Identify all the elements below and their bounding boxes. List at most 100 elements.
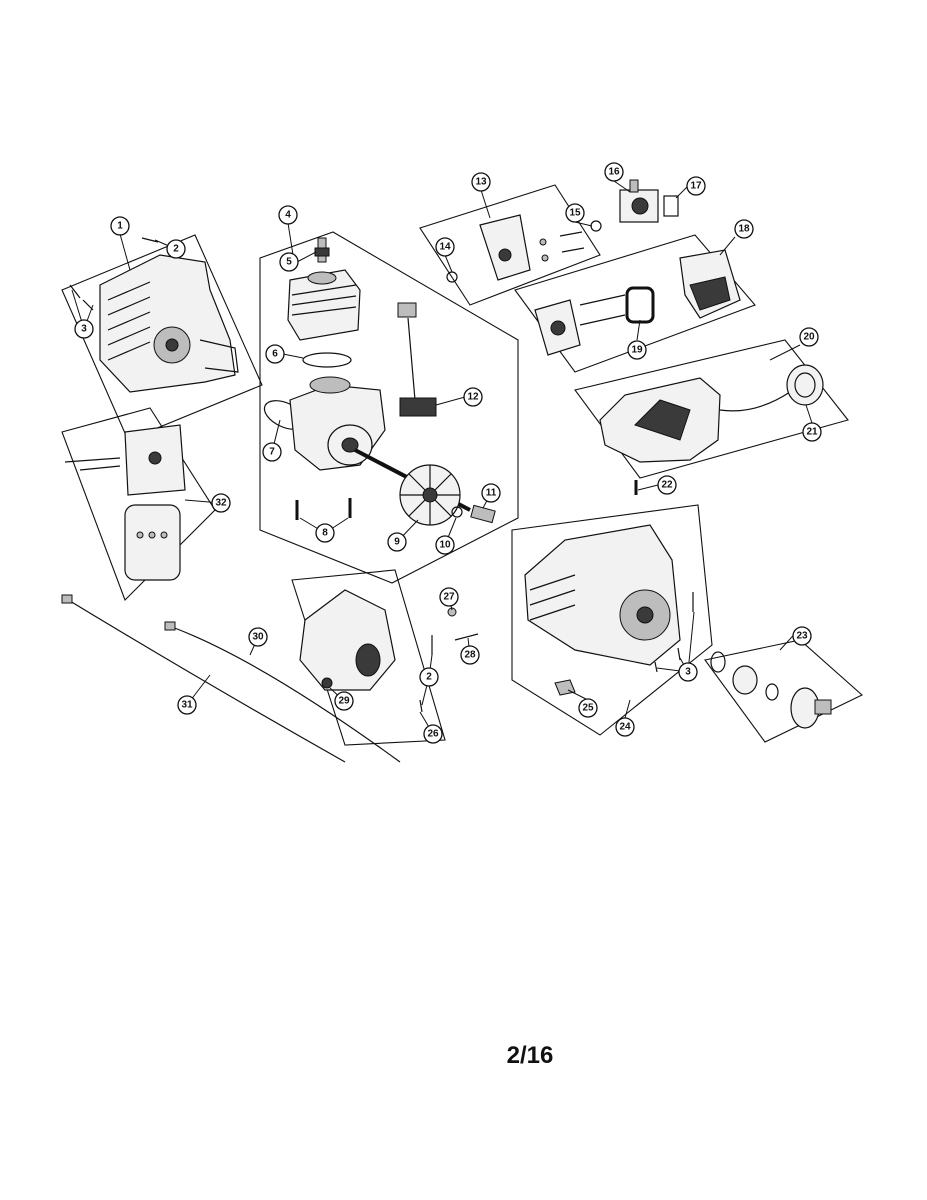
svg-text:29: 29 <box>338 696 350 707</box>
callout-20: 20 <box>799 327 819 347</box>
svg-text:32: 32 <box>215 498 227 509</box>
callout-31: 31 <box>177 695 197 715</box>
callout-3-left: 3 <box>74 319 94 339</box>
bolt-parts-13 <box>539 231 585 262</box>
svg-text:12: 12 <box>467 392 479 403</box>
callout-13: 13 <box>471 172 491 192</box>
svg-text:3: 3 <box>685 667 691 678</box>
callout-4: 4 <box>278 205 298 225</box>
svg-text:13: 13 <box>475 177 487 188</box>
air-filter-studs <box>579 294 626 326</box>
svg-text:10: 10 <box>439 540 451 551</box>
svg-text:15: 15 <box>569 208 581 219</box>
callout-23: 23 <box>792 626 812 646</box>
muffler-shield-part <box>124 424 186 496</box>
svg-text:3: 3 <box>81 324 87 335</box>
group-box-4 <box>259 231 519 584</box>
group-box-13 <box>419 184 601 306</box>
fuel-tank-part <box>599 377 721 463</box>
svg-text:27: 27 <box>443 592 455 603</box>
callout-27: 27 <box>439 587 459 607</box>
svg-text:26: 26 <box>427 729 439 740</box>
svg-text:18: 18 <box>738 224 750 235</box>
group-box-24 <box>511 504 713 736</box>
throttle-cable-part <box>164 621 401 763</box>
callout-2-top: 2 <box>166 239 186 259</box>
callout-9: 9 <box>387 532 407 552</box>
connecting-rod-part <box>397 302 437 417</box>
screw-parts-26 <box>419 607 479 713</box>
svg-text:5: 5 <box>286 257 292 268</box>
air-filter-base-part <box>534 299 581 356</box>
svg-text:16: 16 <box>608 167 620 178</box>
callout-22: 22 <box>657 475 677 495</box>
svg-text:30: 30 <box>252 632 264 643</box>
clutch-drum-part <box>710 651 832 729</box>
svg-text:1: 1 <box>117 221 123 232</box>
svg-text:31: 31 <box>181 700 193 711</box>
sleeve-part-11 <box>470 504 496 524</box>
muffler-body-part <box>124 504 181 581</box>
svg-text:4: 4 <box>285 210 291 221</box>
callout-2-lower: 2 <box>419 667 439 687</box>
callout-6: 6 <box>265 344 285 364</box>
carburetor-adapter-part <box>479 214 531 281</box>
group-box-23 <box>704 639 863 743</box>
callout-17: 17 <box>686 176 706 196</box>
svg-text:2: 2 <box>173 244 179 255</box>
callout-7: 7 <box>262 442 282 462</box>
callout-21: 21 <box>802 422 822 442</box>
svg-text:19: 19 <box>631 345 643 356</box>
washer-part-10 <box>451 506 463 518</box>
callout-30: 30 <box>248 627 268 647</box>
callout-8: 8 <box>315 523 335 543</box>
gasket-part-17 <box>663 195 679 217</box>
clutch-housing-part <box>299 589 396 691</box>
svg-text:24: 24 <box>619 722 631 733</box>
air-filter-element-part <box>625 286 655 324</box>
svg-text:23: 23 <box>796 631 808 642</box>
callout-29: 29 <box>334 691 354 711</box>
callout-10: 10 <box>435 535 455 555</box>
carburetor-part <box>619 179 659 223</box>
svg-text:7: 7 <box>269 447 275 458</box>
callout-18: 18 <box>734 219 754 239</box>
nut-part-29 <box>321 677 333 689</box>
flywheel-part <box>399 464 461 526</box>
callout-16: 16 <box>604 162 624 182</box>
callout-11: 11 <box>481 483 501 503</box>
svg-text:22: 22 <box>661 480 673 491</box>
svg-text:8: 8 <box>322 528 328 539</box>
svg-text:11: 11 <box>486 488 497 499</box>
svg-text:9: 9 <box>394 537 400 548</box>
svg-text:25: 25 <box>582 703 594 714</box>
spring-part-15 <box>590 220 602 232</box>
spark-plug-part <box>314 237 330 263</box>
cylinder-part <box>287 269 361 341</box>
screw-parts-8 <box>295 498 352 520</box>
svg-text:14: 14 <box>439 242 451 253</box>
group-box-1 <box>61 234 263 441</box>
callout-19: 19 <box>627 340 647 360</box>
fuel-line-part <box>719 391 791 412</box>
callout-15: 15 <box>565 203 585 223</box>
o-ring-part-6 <box>302 352 352 368</box>
svg-text:6: 6 <box>272 349 278 360</box>
stop-switch-wire-part <box>61 594 346 763</box>
screw-parts-24 <box>654 592 694 673</box>
svg-text:28: 28 <box>464 650 476 661</box>
callout-5: 5 <box>279 252 299 272</box>
callout-25: 25 <box>578 698 598 718</box>
callout-3-right: 3 <box>678 662 698 682</box>
muffler-bolts <box>64 457 121 471</box>
svg-text:21: 21 <box>806 427 818 438</box>
engine-shroud-part <box>99 254 239 393</box>
callout-32: 32 <box>211 493 231 513</box>
callout-1: 1 <box>110 216 130 236</box>
page-number: 2/16 <box>506 1042 554 1069</box>
callout-14: 14 <box>435 237 455 257</box>
callout-28: 28 <box>460 645 480 665</box>
callout-26: 26 <box>423 724 443 744</box>
starter-housing-part <box>524 524 681 666</box>
